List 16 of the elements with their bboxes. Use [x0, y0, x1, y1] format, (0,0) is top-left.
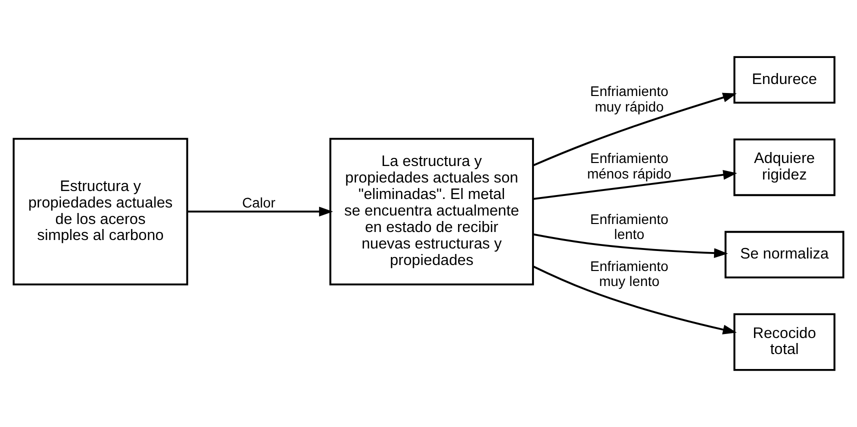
- edge-label: Enfriamiento ménos rápido: [587, 150, 672, 182]
- arrow: [532, 266, 737, 334]
- edge-label: Enfriamiento muy rápido: [590, 83, 668, 114]
- node-box: Endurece: [733, 56, 836, 104]
- arrow: [187, 206, 334, 216]
- edge-label: Enfriamiento muy lento: [590, 258, 668, 290]
- arrow: [532, 92, 737, 166]
- edge-label: Enfriamiento lento: [590, 211, 668, 242]
- node-box: Se normaliza: [724, 230, 844, 278]
- node-box: Recocido total: [733, 313, 836, 371]
- node-box: La estructura y propiedades actuales son "eliminadas". El metal se encuentra actualmente en estado de recibir nuevas estructuras y propiedades: [329, 138, 534, 286]
- node-box: Estructura y propiedades actuales de los aceros simples al carbono: [12, 138, 188, 286]
- edge-label: Calor: [242, 194, 276, 211]
- node-box: Adquiere rigidez: [733, 138, 836, 196]
- arrow: [533, 170, 738, 200]
- arrow: [532, 233, 728, 258]
